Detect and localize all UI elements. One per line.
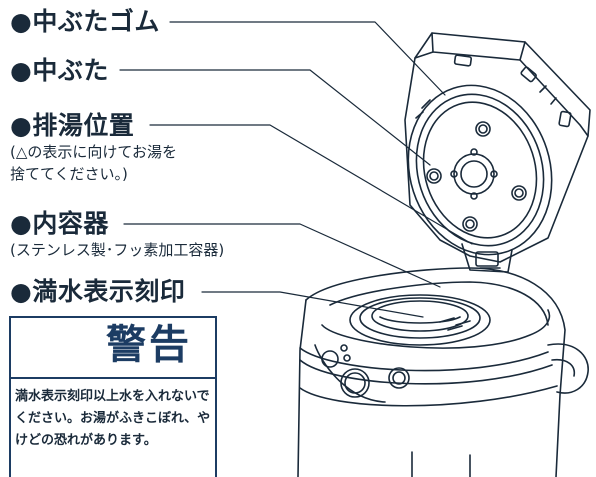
lid-screw [475, 121, 491, 137]
note-inner-container: (ステンレス製･フッ素加工容器) [10, 241, 225, 259]
lid-hinge [461, 243, 513, 273]
warning-text: 満水表示刻印以上水を入れないでください。お湯がふきこぼれ、やけどの恐れがあります… [15, 389, 211, 448]
lid-screw [462, 216, 478, 232]
label-water-level-mark: ●満水表示刻印 [10, 277, 186, 306]
warning-title: 警告 [106, 322, 192, 368]
warning-header-box: 警告 [9, 316, 217, 379]
pot-body [297, 267, 589, 477]
label-inner-lid: ●中ぶた [10, 56, 109, 85]
label-inner-container: ●内容器 [10, 209, 109, 238]
note-drain-line1: (△の表示に向けてお湯を [10, 143, 177, 161]
inner-lid-plate [407, 84, 553, 256]
label-inner-lid-gasket: ●中ぶたゴム [10, 7, 160, 36]
lid-screw [511, 185, 527, 201]
lid-screw [426, 168, 442, 184]
warning-body-box [9, 378, 217, 477]
note-drain-line2: 捨ててください。) [10, 165, 128, 183]
leader-lines [119, 21, 473, 318]
label-drain-position: ●排湯位置 [10, 111, 135, 140]
